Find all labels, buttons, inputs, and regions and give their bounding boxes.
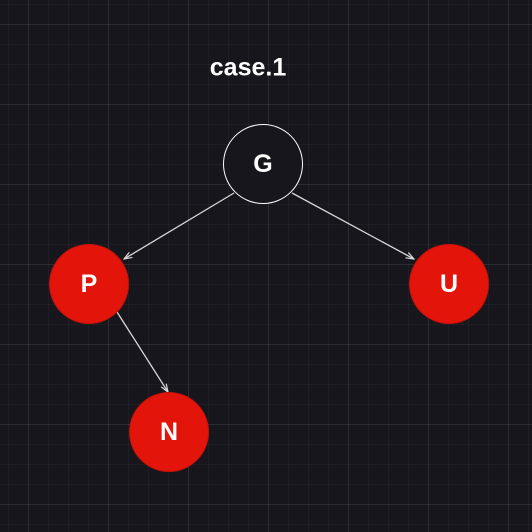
node-n-label: N bbox=[159, 417, 179, 446]
diagram-title: case.1 bbox=[209, 53, 287, 82]
node-n[interactable]: N bbox=[129, 392, 209, 472]
node-p[interactable]: P bbox=[49, 244, 129, 324]
node-g-label: G bbox=[253, 149, 273, 178]
node-u-label: U bbox=[439, 269, 459, 298]
node-u[interactable]: U bbox=[409, 244, 489, 324]
edge-p-n bbox=[116, 311, 168, 392]
node-p-label: P bbox=[80, 269, 98, 298]
node-g[interactable]: G bbox=[223, 124, 303, 204]
edge-g-u bbox=[291, 192, 414, 259]
edge-g-p bbox=[124, 192, 235, 259]
